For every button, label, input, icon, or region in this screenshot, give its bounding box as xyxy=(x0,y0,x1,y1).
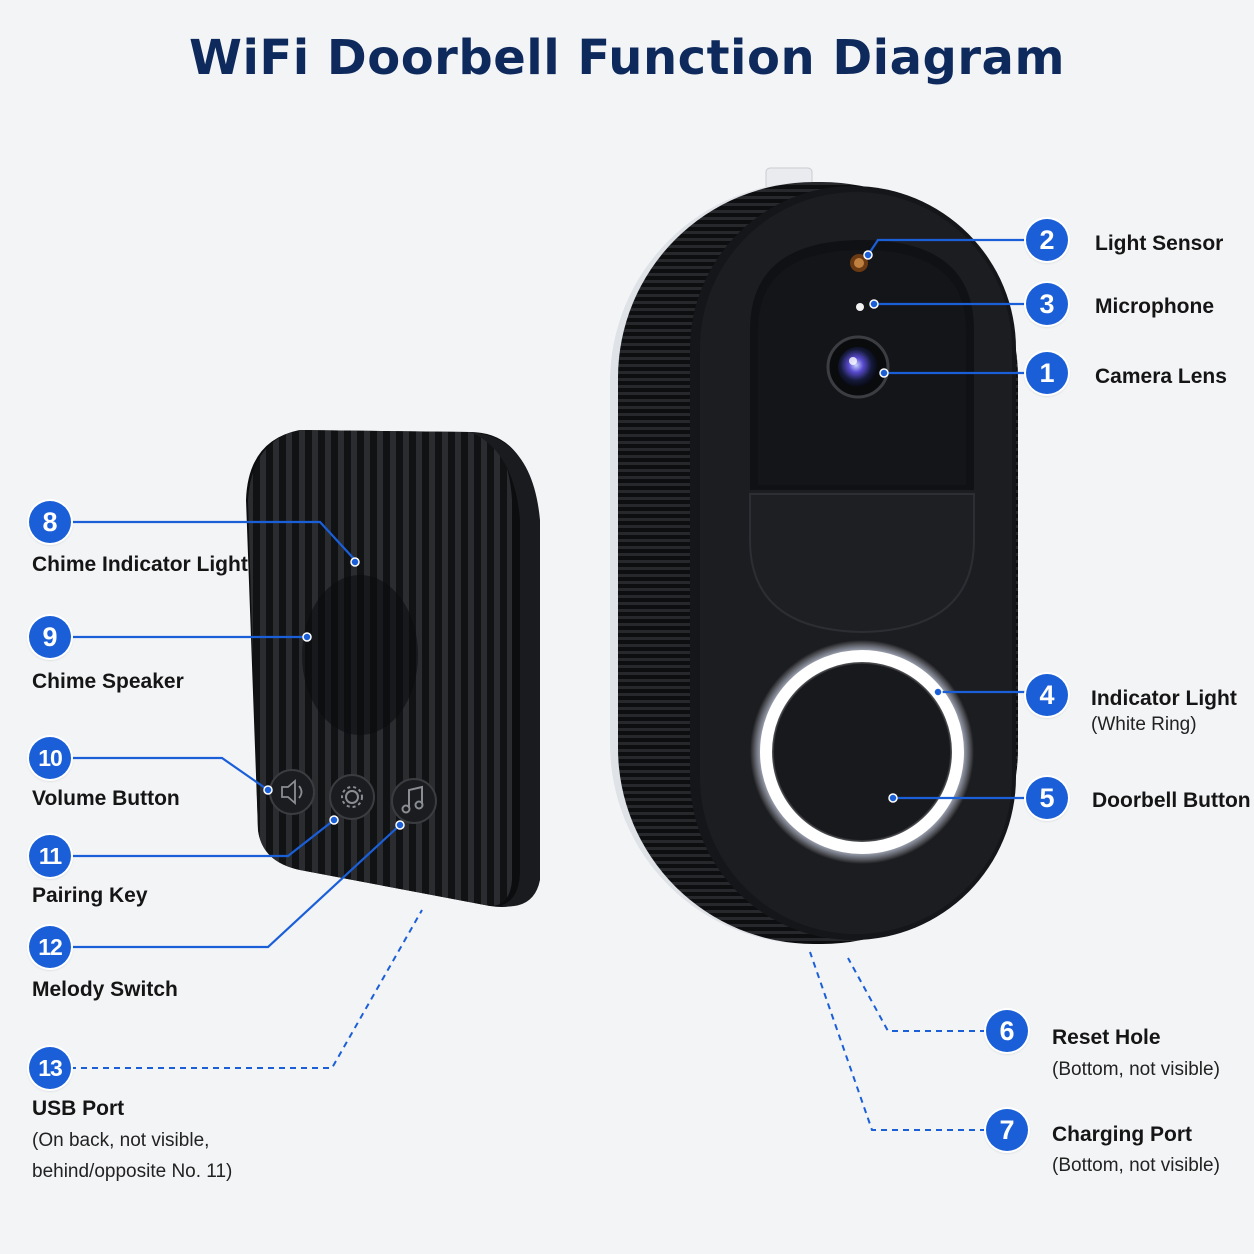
label-melody-switch: Melody Switch xyxy=(32,978,178,1001)
label-light-sensor: Light Sensor xyxy=(1095,232,1224,255)
label-camera-lens: Camera Lens xyxy=(1095,365,1227,388)
callout-badge-13: 13 xyxy=(29,1047,71,1089)
chime-unit xyxy=(246,430,540,907)
callout-badge-8: 8 xyxy=(29,501,71,543)
note-usb-port-line-2: behind/opposite No. 11) xyxy=(32,1161,233,1182)
callout-badge-1: 1 xyxy=(1026,352,1068,394)
note-charging-port: (Bottom, not visible) xyxy=(1052,1155,1220,1176)
callout-badge-4: 4 xyxy=(1026,674,1068,716)
leader-lines xyxy=(70,238,1026,949)
note-indicator-light: (White Ring) xyxy=(1091,714,1197,735)
label-doorbell-button: Doorbell Button xyxy=(1092,789,1251,812)
label-indicator-light: Indicator Light xyxy=(1091,687,1237,710)
music-note-icon xyxy=(401,785,424,814)
label-charging-port: Charging Port xyxy=(1052,1123,1192,1146)
callout-badge-3: 3 xyxy=(1026,283,1068,325)
doorbell-unit xyxy=(610,167,1018,944)
callout-badge-10: 10 xyxy=(29,737,71,779)
callout-badge-6: 6 xyxy=(986,1010,1028,1052)
callout-badge-11: 11 xyxy=(29,835,71,877)
hidden-part-leaders xyxy=(70,909,986,1131)
note-reset-hole: (Bottom, not visible) xyxy=(1052,1059,1220,1080)
label-pairing-key: Pairing Key xyxy=(32,884,148,907)
diagram-title: WiFi Doorbell Function Diagram xyxy=(189,30,1065,86)
callout-badge-12: 12 xyxy=(29,926,71,968)
label-volume-button: Volume Button xyxy=(32,787,180,810)
label-usb-port: USB Port xyxy=(32,1097,125,1120)
gear-icon xyxy=(341,786,363,808)
label-microphone: Microphone xyxy=(1095,295,1214,318)
callout-badge-2: 2 xyxy=(1026,219,1068,261)
volume-icon xyxy=(281,779,303,805)
note-usb-port-line-1: (On back, not visible, xyxy=(32,1130,210,1151)
callout-badge-5: 5 xyxy=(1026,777,1068,819)
label-reset-hole: Reset Hole xyxy=(1052,1026,1161,1049)
callout-badge-7: 7 xyxy=(986,1109,1028,1151)
callout-badge-9: 9 xyxy=(29,616,71,658)
label-chime-indicator-light: Chime Indicator Light xyxy=(32,553,248,576)
label-chime-speaker: Chime Speaker xyxy=(32,670,184,693)
